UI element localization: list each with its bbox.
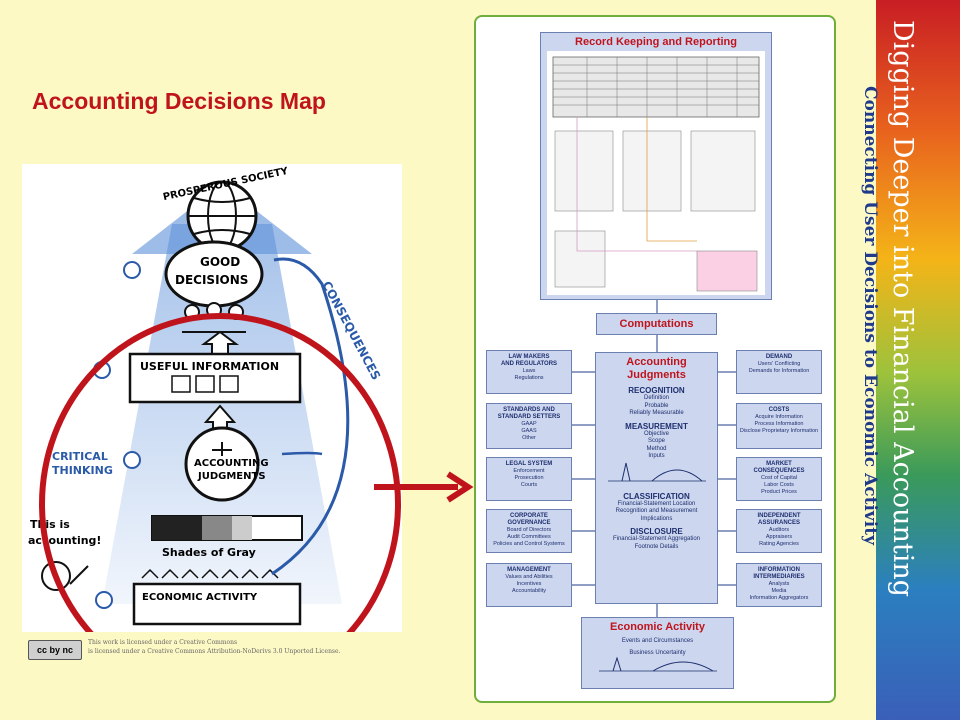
svg-text:THINKING: THINKING: [52, 464, 113, 477]
accounting-decisions-map: Record Keeping and Reporting: [474, 15, 836, 703]
useful-information-box: USEFUL INFORMATION: [128, 352, 302, 404]
computations-box: Computations: [596, 313, 717, 335]
economic-activity-box: ECONOMIC ACTIVITY: [132, 568, 302, 626]
consequences-arrow: [271, 257, 350, 576]
this-is-accounting-label: This is: [30, 518, 70, 531]
shades-of-gray-bar: [151, 515, 303, 541]
svg-text:ECONOMIC ACTIVITY: ECONOMIC ACTIVITY: [142, 592, 258, 603]
recognition-section: RECOGNITION Definition Probable Reliably…: [628, 386, 685, 416]
accounting-decisions-sketch: PROSPEROUS SOCIETY GOOD DECISIONS USEFUL…: [22, 164, 402, 632]
svg-text:DECISIONS: DECISIONS: [175, 273, 248, 287]
cc-badge: cc by nc: [28, 640, 82, 660]
accounting-judgments-box: Accounting Judgments RECOGNITION Definit…: [595, 352, 718, 604]
costs-box: COSTS Acquire Information Process Inform…: [736, 403, 822, 449]
title-banner: [876, 0, 960, 720]
license-notice: cc by nc This work is licensed under a C…: [28, 638, 408, 664]
independent-assurances-box: INDEPENDENT ASSURANCES Auditors Appraise…: [736, 509, 822, 553]
disclosure-section: DISCLOSURE Financial-Statement Aggregati…: [612, 527, 701, 550]
lightbulb-icon: [93, 261, 141, 609]
slide-title: Accounting Decisions Map: [32, 88, 326, 114]
economic-activity-box: Economic Activity Events and Circumstanc…: [581, 617, 734, 689]
connector-arrow: [374, 471, 474, 503]
financial-statements-thumbnail: [547, 51, 765, 295]
accounting-judgments-circle: ACCOUNTING JUDGMENTS: [184, 426, 269, 502]
banner-subtitle: Connecting User Decisions to Economic Ac…: [860, 86, 880, 545]
measurement-section: MEASUREMENT Objective Scope Method Input…: [596, 422, 717, 488]
record-keeping-box: Record Keeping and Reporting: [540, 32, 772, 300]
svg-text:JUDGMENTS: JUDGMENTS: [197, 471, 266, 482]
classification-section: CLASSIFICATION Financial-Statement Locat…: [615, 491, 698, 522]
license-text-1: This work is licensed under a Creative C…: [88, 639, 238, 646]
svg-text:ACCOUNTING: ACCOUNTING: [194, 458, 269, 469]
law-makers-box: LAW MAKERS AND REGULATORS Laws Regulatio…: [486, 350, 572, 394]
market-consequences-box: MARKET CONSEQUENCES Cost of Capital Labo…: [736, 457, 822, 501]
highlight-circle: [39, 313, 401, 632]
consequences-label: CONSEQUENCES: [319, 279, 383, 382]
license-text-2: is licensed under a Creative Commons Att…: [88, 648, 341, 655]
svg-text:GOOD: GOOD: [200, 255, 240, 269]
shades-of-gray-label: Shades of Gray: [162, 546, 256, 559]
side-connectors: [572, 371, 736, 586]
distribution-curves-icon: [607, 462, 706, 481]
demand-box: DEMAND Users' Conflicting Demands for In…: [736, 350, 822, 394]
information-intermediaries-box: INFORMATION INTERMEDIARIES Analysts Medi…: [736, 563, 822, 607]
svg-text:accounting!: accounting!: [28, 534, 101, 547]
legal-system-box: LEGAL SYSTEM Enforcement Prosecution Cou…: [486, 457, 572, 501]
svg-text:USEFUL INFORMATION: USEFUL INFORMATION: [140, 360, 279, 373]
banner-title: Digging Deeper into Financial Accounting: [887, 20, 918, 598]
corporate-governance-box: CORPORATE GOVERNANCE Board of Directors …: [486, 509, 572, 553]
distribution-curves-icon: [598, 656, 717, 672]
stick-figure-icon: [41, 561, 89, 591]
standards-setters-box: STANDARDS AND STANDARD SETTERS GAAP GAAS…: [486, 403, 572, 449]
critical-thinking-label: CRITICAL: [52, 450, 108, 463]
good-decisions-cloud: GOOD DECISIONS: [164, 240, 264, 308]
management-box: MANAGEMENT Values and Abilities Incentiv…: [486, 563, 572, 607]
record-keeping-title: Record Keeping and Reporting: [575, 36, 737, 48]
